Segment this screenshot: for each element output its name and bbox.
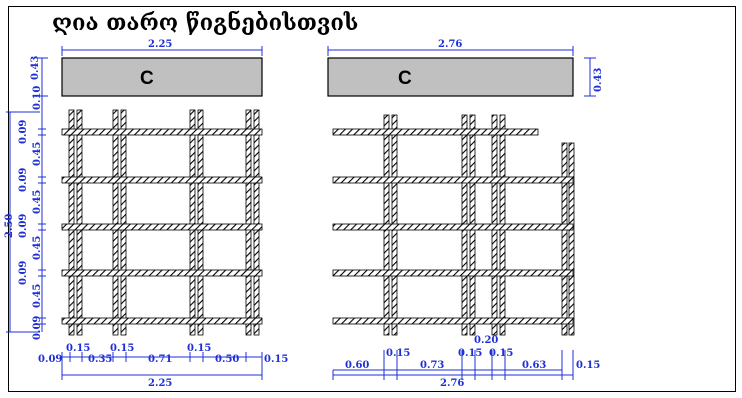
left-height-dim: 2.50 bbox=[4, 214, 15, 238]
left-bdim-lower-3: 0.50 bbox=[215, 354, 239, 365]
left-vertical-dim-ticks bbox=[38, 128, 46, 325]
left-vdim-1: 0.09 bbox=[18, 120, 29, 144]
left-bdim-upper-1: 0.15 bbox=[110, 343, 134, 354]
left-vdim-9: 0.09 bbox=[32, 316, 43, 340]
left-vdim-8: 0.45 bbox=[32, 284, 43, 308]
right-post bbox=[568, 142, 575, 336]
right-post bbox=[561, 142, 568, 336]
right-top-panel bbox=[327, 57, 574, 97]
left-post bbox=[197, 109, 204, 336]
left-vdim-2: 0.45 bbox=[32, 142, 43, 166]
right-bdim-upper-3: 0.15 bbox=[489, 348, 513, 359]
left-vdim-0: 0.10 bbox=[32, 86, 43, 110]
left-top-height-dim: 0.43 bbox=[30, 56, 41, 80]
right-top-height-dim: 0.43 bbox=[593, 68, 604, 92]
left-post bbox=[253, 109, 260, 336]
right-shelf bbox=[332, 128, 539, 136]
left-vdim-6: 0.45 bbox=[32, 236, 43, 260]
left-post bbox=[120, 109, 127, 336]
left-top-panel bbox=[61, 57, 263, 97]
left-shelf bbox=[61, 176, 263, 184]
left-shelf bbox=[61, 317, 263, 325]
right-top-width-dim: 2.76 bbox=[438, 39, 462, 50]
left-top-panel-label: C bbox=[140, 68, 154, 89]
drawing-frame bbox=[8, 6, 736, 392]
left-shelf bbox=[61, 223, 263, 231]
right-shelf bbox=[332, 269, 574, 277]
right-shelf-unit: C 2.76 0.43 bbox=[327, 39, 604, 389]
left-vdim-4: 0.45 bbox=[32, 190, 43, 214]
left-post bbox=[76, 109, 83, 336]
left-post bbox=[245, 109, 252, 336]
left-post bbox=[189, 109, 196, 336]
left-shelves bbox=[61, 128, 263, 325]
left-total-dim: 2.25 bbox=[148, 378, 172, 389]
left-bdim-lower-2: 0.71 bbox=[148, 354, 172, 365]
left-bdim-upper-0: 0.15 bbox=[66, 343, 90, 354]
left-bottom-dim-ticks bbox=[69, 352, 247, 362]
left-posts bbox=[68, 109, 260, 336]
left-post bbox=[68, 109, 75, 336]
left-bdim-lower-0: 0.09 bbox=[38, 354, 62, 365]
left-shelf bbox=[61, 269, 263, 277]
right-bdim-upper-0: 0.20 bbox=[474, 335, 498, 346]
left-shelf bbox=[61, 128, 263, 136]
left-bdim-lower-1: 0.35 bbox=[88, 354, 112, 365]
left-bdim-lower-4: 0.15 bbox=[264, 354, 288, 365]
right-bdim-lower-0: 0.60 bbox=[345, 360, 369, 371]
left-bdim-upper-2: 0.15 bbox=[187, 343, 211, 354]
right-shelf bbox=[332, 317, 574, 325]
left-vdim-7: 0.09 bbox=[18, 261, 29, 285]
right-bdim-upper-1: 0.15 bbox=[386, 348, 410, 359]
right-top-panel-label: C bbox=[398, 68, 412, 89]
right-bdim-lower-3: 0.15 bbox=[576, 360, 600, 371]
left-vdim-5: 0.09 bbox=[18, 214, 29, 238]
drawing-title: ღია თარო წიგნებისთვის bbox=[52, 10, 359, 36]
right-shelves bbox=[332, 128, 574, 325]
right-shelf bbox=[332, 223, 574, 231]
right-bottom-dim-ticks bbox=[383, 350, 563, 380]
left-post bbox=[112, 109, 119, 336]
right-bdim-upper-2: 0.15 bbox=[458, 348, 482, 359]
right-bdim-lower-1: 0.73 bbox=[420, 360, 444, 371]
right-shelf bbox=[332, 176, 574, 184]
right-bdim-lower-2: 0.63 bbox=[522, 360, 546, 371]
right-total-dim: 2.76 bbox=[440, 378, 464, 389]
left-top-width-dim: 2.25 bbox=[148, 39, 172, 50]
left-vdim-3: 0.09 bbox=[18, 168, 29, 192]
left-shelf-unit: C 2.25 0.43 bbox=[4, 39, 288, 389]
